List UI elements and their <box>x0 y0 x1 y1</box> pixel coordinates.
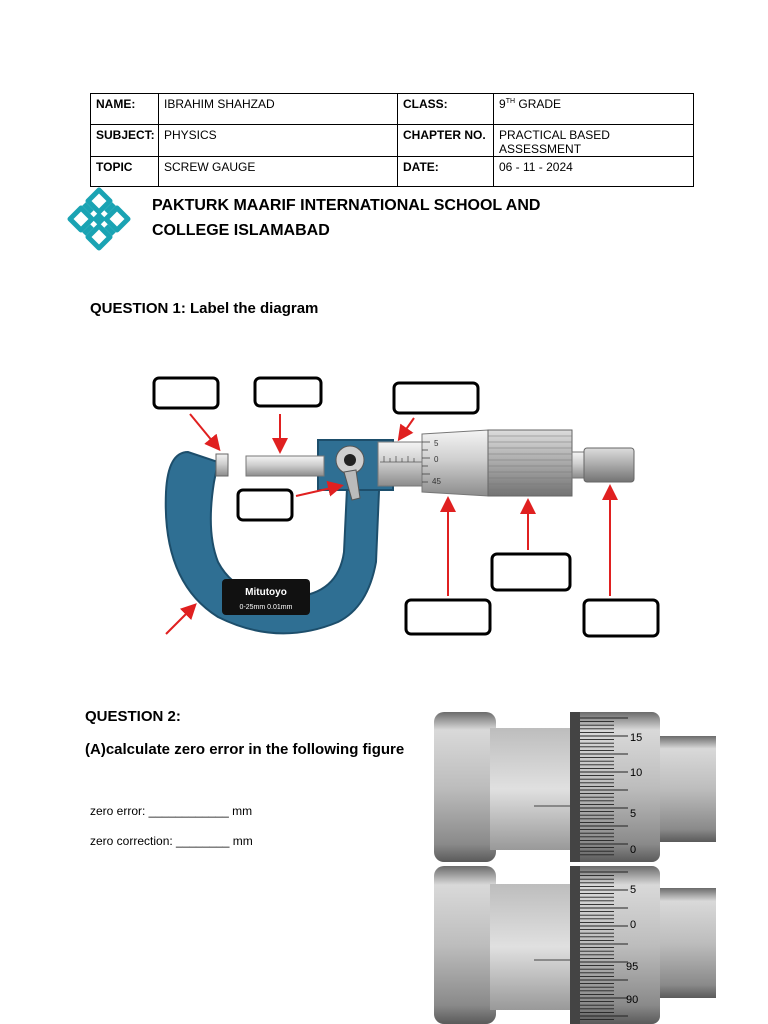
ratchet <box>584 448 634 482</box>
class-label: CLASS: <box>398 94 494 125</box>
zero-error-answer[interactable]: zero error: ____________ mm <box>90 804 252 818</box>
screw-gauge-zero-error-figure: 15 10 5 0 5 0 95 90 <box>434 708 716 1024</box>
upper-scale-label-3: 5 <box>630 808 636 820</box>
topic-value: SCREW GAUGE <box>159 157 398 187</box>
lower-scale-label-1: 5 <box>630 884 636 896</box>
info-row-name: NAME: IBRAHIM SHAHZAD CLASS: 9TH GRADE <box>91 94 694 125</box>
question2-part-a: (A)calculate zero error in the following… <box>85 741 404 758</box>
anvil <box>216 454 228 476</box>
label-box-sleeve[interactable] <box>394 383 478 413</box>
school-name-line2: COLLEGE ISLAMABAD <box>152 218 540 243</box>
class-value: 9TH GRADE <box>494 94 694 125</box>
class-number: 9 <box>499 97 506 111</box>
chapter-label: CHAPTER NO. <box>398 125 494 157</box>
label-box-thimble[interactable] <box>492 554 570 590</box>
name-value: IBRAHIM SHAHZAD <box>159 94 398 125</box>
thimble-mark-1: 5 <box>434 439 439 448</box>
school-name-line1: PAKTURK MAARIF INTERNATIONAL SCHOOL AND <box>152 193 540 218</box>
label-box-spindle[interactable] <box>255 378 321 406</box>
school-logo-icon <box>66 186 132 252</box>
lower-scale-label-2: 0 <box>630 919 636 931</box>
lower-reading: 5 0 95 90 <box>434 866 716 1024</box>
brand-name: Mitutoyo <box>245 587 287 598</box>
lower-scale-label-4: 90 <box>626 994 638 1006</box>
lower-scale-label-3: 95 <box>626 961 638 973</box>
upper-reading: 15 10 5 0 <box>434 712 716 862</box>
subject-label: SUBJECT: <box>91 125 159 157</box>
thimble-mark-3: 45 <box>432 477 441 486</box>
date-value: 06 - 11 - 2024 <box>494 157 694 187</box>
class-suffix: TH <box>506 98 515 105</box>
thimble-mark-2: 0 <box>434 455 439 464</box>
upper-scale-label-1: 15 <box>630 732 642 744</box>
label-box-ratchet[interactable] <box>584 600 658 636</box>
student-info-table: NAME: IBRAHIM SHAHZAD CLASS: 9TH GRADE S… <box>90 93 694 187</box>
upper-scale-label-2: 10 <box>630 767 642 779</box>
zero-correction-answer[interactable]: zero correction: ________ mm <box>90 834 253 848</box>
upper-scale-label-4: 0 <box>630 844 636 856</box>
name-label: NAME: <box>91 94 159 125</box>
thimble-grip <box>488 430 572 496</box>
micrometer-diagram: Mitutoyo 0-25mm 0.01mm 5 0 45 <box>118 372 678 672</box>
school-name: PAKTURK MAARIF INTERNATIONAL SCHOOL AND … <box>152 193 540 243</box>
question2-title: QUESTION 2: <box>85 708 181 725</box>
spindle <box>246 456 324 476</box>
topic-label: TOPIC <box>91 157 159 187</box>
date-label: DATE: <box>398 157 494 187</box>
chapter-value: PRACTICAL BASED ASSESSMENT <box>494 125 694 157</box>
label-box-anvil[interactable] <box>154 378 218 408</box>
class-grade-text: GRADE <box>515 97 561 111</box>
info-row-topic: TOPIC SCREW GAUGE DATE: 06 - 11 - 2024 <box>91 157 694 187</box>
label-box-main-scale[interactable] <box>406 600 490 634</box>
sleeve <box>378 442 422 486</box>
question1-title: QUESTION 1: Label the diagram <box>90 300 318 317</box>
subject-value: PHYSICS <box>159 125 398 157</box>
label-box-lock[interactable] <box>238 490 292 520</box>
info-row-subject: SUBJECT: PHYSICS CHAPTER NO. PRACTICAL B… <box>91 125 694 157</box>
thimble <box>422 430 488 496</box>
brand-spec: 0-25mm 0.01mm <box>240 604 293 611</box>
